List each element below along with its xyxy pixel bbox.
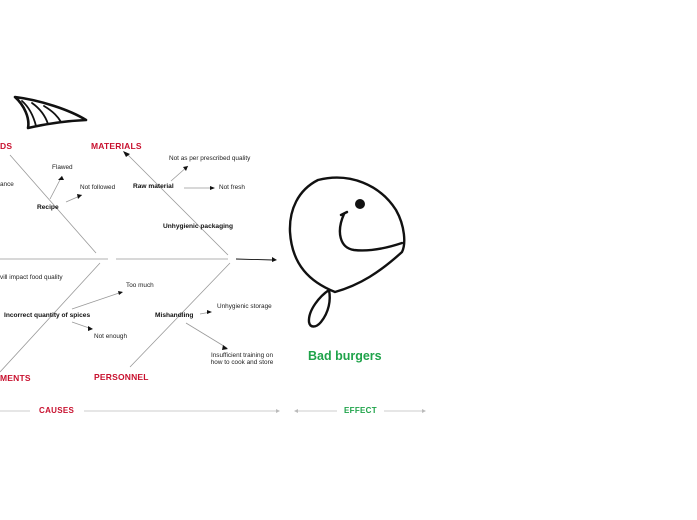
insufficient-training-line1: Insufficient training on	[210, 352, 274, 359]
training-arrowhead	[222, 345, 228, 350]
not-followed-arrowhead	[77, 194, 82, 199]
cause-mishandling: Mishandling	[155, 312, 194, 319]
category-methods: DS	[0, 141, 13, 151]
sub-cause-ance: ance	[0, 181, 14, 188]
category-measurements: MENTS	[0, 373, 31, 383]
cause-incorrect-spices: Incorrect quantity of spices	[4, 312, 91, 319]
fish-head-icon	[288, 176, 406, 328]
category-personnel: PERSONNEL	[94, 372, 149, 382]
effect-arrowhead-right	[422, 409, 426, 413]
effect-arrowhead-left	[294, 409, 298, 413]
insufficient-training-line2: how to cook and store	[210, 359, 274, 367]
causes-arrowhead	[276, 409, 280, 413]
spices-to-too-much	[71, 291, 123, 310]
fish-eye-icon	[355, 199, 365, 209]
sub-cause-will-impact: vill impact food quality	[0, 274, 63, 281]
mishandling-to-training	[185, 322, 228, 349]
storage-arrowhead	[207, 310, 212, 314]
personnel-bone	[129, 262, 231, 368]
prescribed-arrowhead	[183, 166, 188, 171]
sub-cause-not-fresh: Not fresh	[219, 184, 245, 191]
footer-effect: EFFECT	[344, 406, 377, 415]
sub-cause-insufficient-training: Insufficient training on how to cook and…	[200, 352, 284, 367]
cause-recipe: Recipe	[37, 204, 59, 211]
methods-bone	[9, 154, 97, 254]
measurements-bone	[0, 262, 101, 373]
sub-cause-not-enough: Not enough	[94, 333, 128, 340]
effect-label: Bad burgers	[308, 349, 382, 363]
category-materials: MATERIALS	[91, 141, 142, 151]
sub-cause-flawed: Flawed	[52, 164, 73, 171]
flawed-arrowhead	[58, 176, 64, 180]
spine-arrowhead	[272, 257, 277, 262]
cause-unhygienic-packaging: Unhygienic packaging	[163, 223, 233, 230]
cause-raw-material: Raw material	[133, 183, 174, 190]
sub-cause-too-much: Too much	[126, 282, 154, 289]
materials-bone	[127, 154, 229, 256]
fish-tail-icon	[13, 95, 88, 130]
spine-arrow	[235, 258, 274, 261]
sub-cause-not-followed: Not followed	[80, 184, 116, 191]
sub-cause-unhygienic-storage: Unhygienic storage	[217, 303, 272, 310]
materials-arrowhead	[123, 151, 130, 157]
footer-causes: CAUSES	[39, 406, 75, 415]
too-much-arrowhead	[118, 291, 123, 295]
not-enough-arrowhead	[88, 326, 93, 331]
sub-cause-not-as-prescribed: Not as per prescribed quality	[169, 155, 251, 162]
not-fresh-arrowhead	[210, 186, 215, 190]
